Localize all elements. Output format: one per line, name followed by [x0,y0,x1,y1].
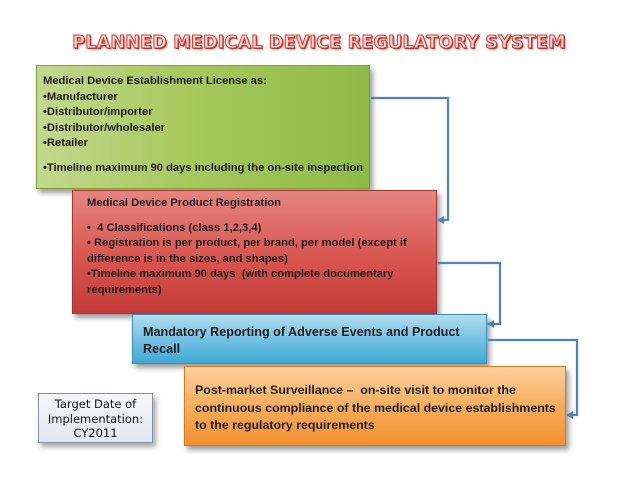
connector-arrow-license-to-registration [371,96,450,224]
adverse-events-box: Mandatory Reporting of Adverse Events an… [132,314,487,364]
box-line: •Retailer [43,137,88,149]
box-line: • 4 Classifications (class 1,2,3,4) [87,221,262,234]
box-line: •Distributor/wholesaler [43,121,166,134]
box-line: • Registration is per product, per brand… [87,237,407,249]
post-market-surveillance-box: Post-market Surveillance – on-site visit… [184,366,566,446]
box-line: •Timeline maximum 90 days including the … [43,161,364,174]
product-registration-box: Medical Device Product Registration • 4 … [72,190,437,314]
box-line: •Distributor/importer [43,106,153,118]
box-line: Recall [143,342,181,356]
establishment-license-box: Medical Device Establishment License as:… [36,65,370,189]
box-line: •Timeline maximum 90 days (with complete… [87,268,394,280]
box-line: difference is in the sizes, and shapes) [87,252,288,265]
box-line: continuous compliance of the medical dev… [195,400,556,415]
connector-arrow-registration-to-reporting [438,261,502,328]
box-line: to the regulatory requirements [195,418,375,432]
target-date-line: CY2011 [73,426,118,440]
page-title: PLANNED MEDICAL DEVICE REGULATORY SYSTEM [72,33,566,54]
target-date-box: Target Date of Implementation: CY2011 [38,393,153,443]
connector-arrow-reporting-to-surveillance [488,338,579,419]
box-line: •Manufacturer [43,90,118,103]
target-date-line: Implementation: [47,411,144,426]
box-line: Mandatory Reporting of Adverse Events an… [143,325,460,339]
target-date-line: Target Date of [54,397,137,411]
box-line: Post-market Surveillance – on-site visit… [195,383,516,397]
box-line: Medical Device Establishment License as: [43,75,267,87]
box-line: Medical Device Product Registration [87,197,281,209]
box-line: requirements) [87,283,162,296]
